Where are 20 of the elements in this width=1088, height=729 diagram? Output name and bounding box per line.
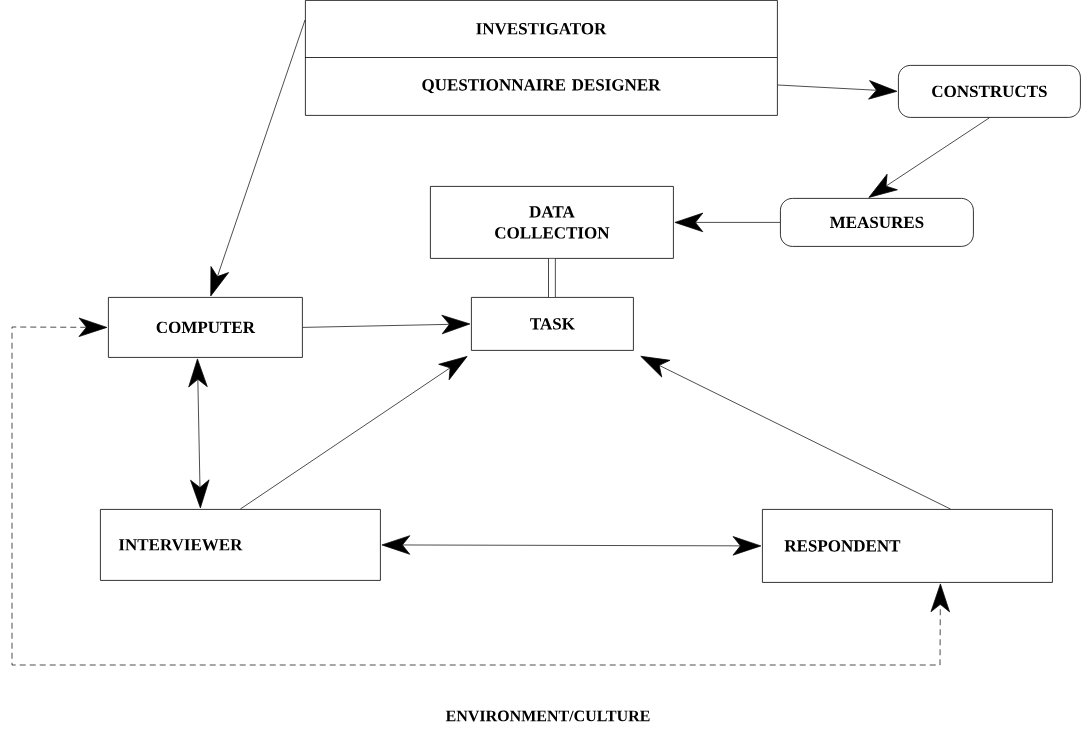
environment-label: ENVIRONMENT/CULTURE <box>445 710 650 722</box>
process-box: RESPONDENT <box>762 509 1053 583</box>
arrow <box>11 317 950 666</box>
rounded-box: CONSTRUCTS <box>898 65 1081 118</box>
process-box: TASK <box>471 297 634 351</box>
arrow <box>188 358 210 509</box>
arrow <box>674 212 781 233</box>
arrow <box>868 117 990 198</box>
arrow <box>640 355 951 510</box>
rounded-box: MEASURES <box>780 198 974 247</box>
arrow <box>381 535 762 556</box>
arrow <box>210 19 306 297</box>
process-box: INTERVIEWER <box>100 509 381 581</box>
process-box: DATA COLLECTION <box>430 186 674 259</box>
arrow <box>777 80 898 100</box>
process-box: COMPUTER <box>108 297 303 358</box>
arrow <box>302 314 471 335</box>
connector-line <box>548 258 556 297</box>
arrow <box>240 356 468 510</box>
split-box: INVESTIGATOR QUESTIONNAIRE DESIGNER <box>304 0 778 116</box>
